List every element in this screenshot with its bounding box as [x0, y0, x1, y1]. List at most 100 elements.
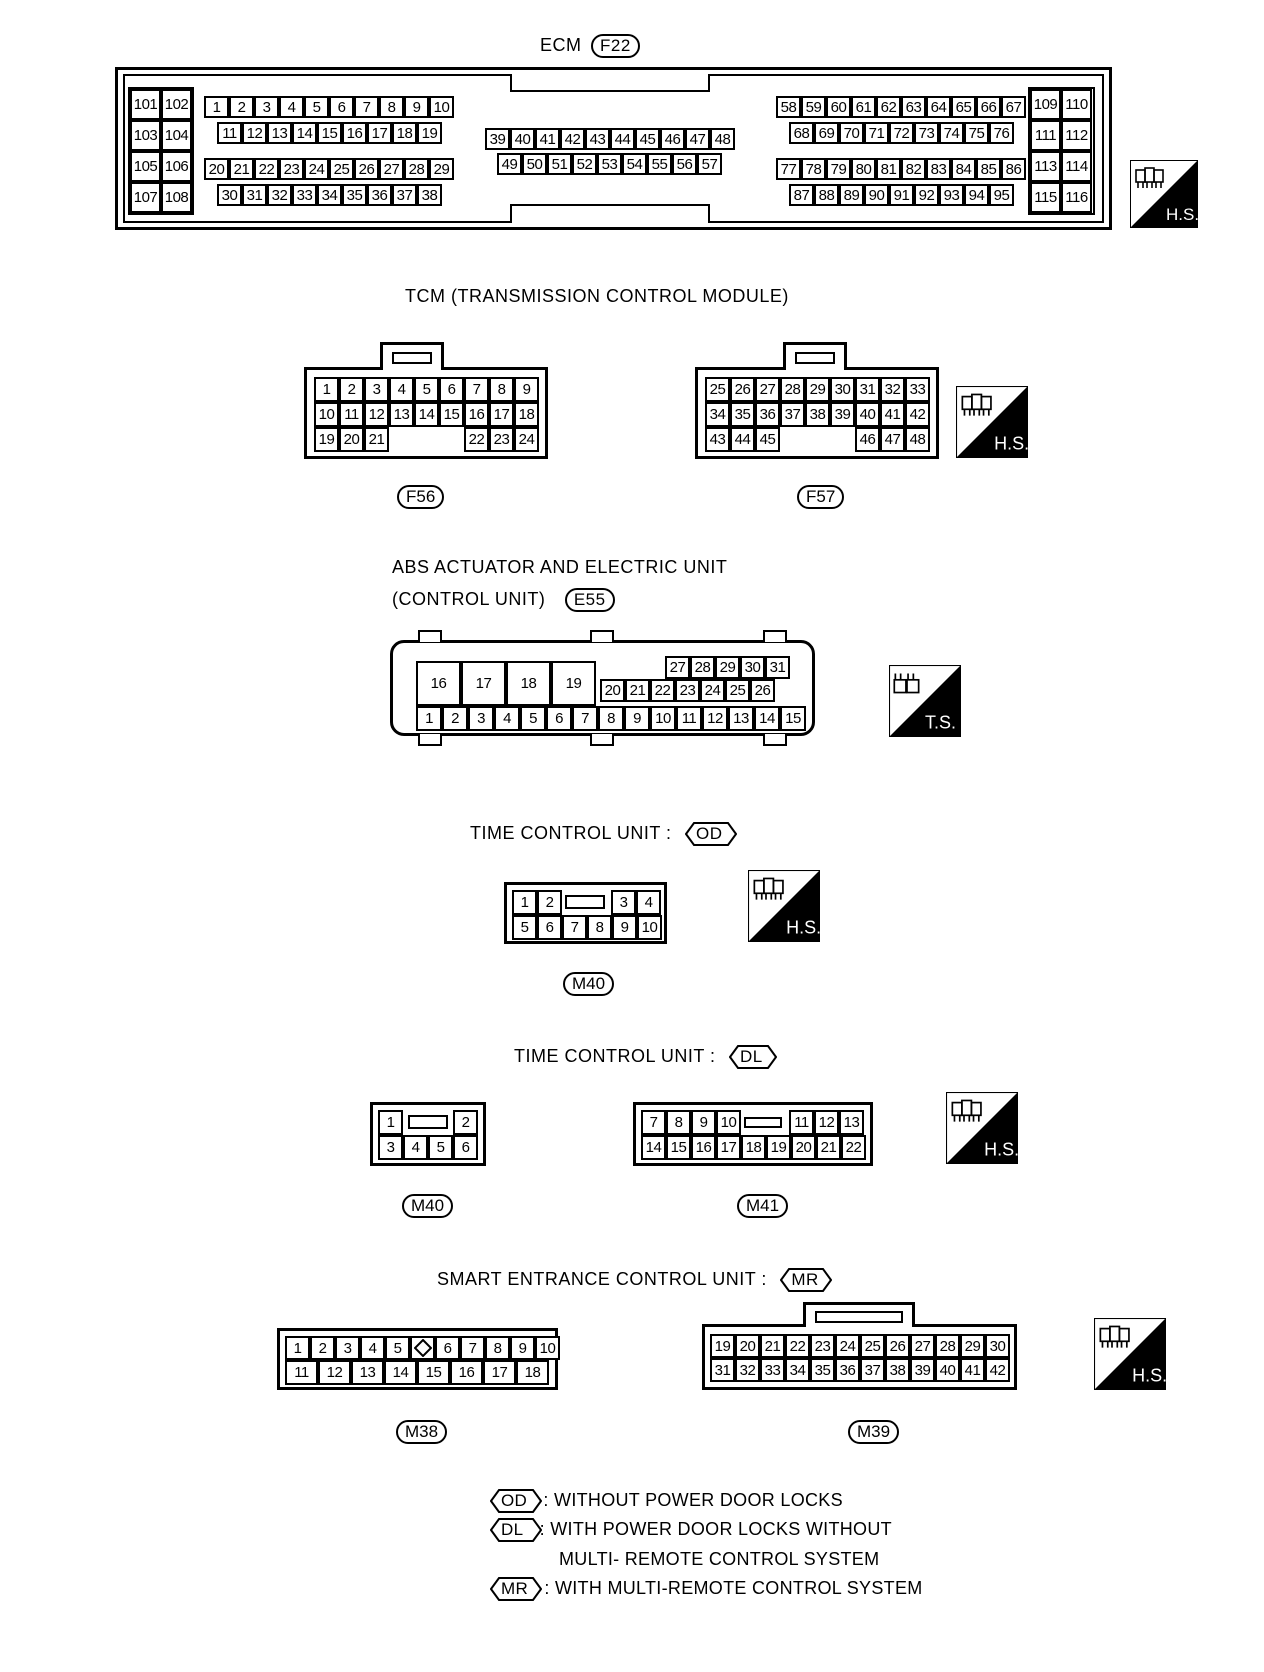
- pin-cell: 15: [417, 1360, 450, 1385]
- pin-cell: 20: [735, 1334, 760, 1358]
- pin-cell: 48: [710, 128, 735, 150]
- pin-cell: 33: [760, 1358, 785, 1382]
- legend-mr-tag: MR: [490, 1577, 542, 1601]
- legend-od-tag: OD: [490, 1489, 542, 1513]
- pin-cell: 8: [598, 706, 624, 731]
- pin-cell: 14: [414, 402, 439, 427]
- pin-cell: 90: [864, 184, 889, 206]
- pin-cell: 27: [665, 656, 690, 679]
- pin-cell: 18: [741, 1135, 766, 1160]
- pin-cell: 3: [364, 377, 389, 402]
- secu-m38-connector-ref: M38: [396, 1420, 448, 1444]
- pin-cell: 113: [1030, 151, 1061, 182]
- pin-cell: 80: [851, 158, 876, 180]
- pin-cell: 2: [537, 890, 562, 915]
- ecm-left-block: [128, 87, 194, 215]
- pin-cell: 52: [572, 153, 597, 175]
- pin-cell: 43: [705, 427, 730, 452]
- pin-cell: 10: [716, 1110, 741, 1135]
- tcu-od-connector-ref: M40: [563, 972, 615, 996]
- pin-cell: 40: [935, 1358, 960, 1382]
- pin-cell: 12: [318, 1360, 351, 1385]
- pin-cell: 49: [497, 153, 522, 175]
- pin-cell: 1: [416, 706, 442, 731]
- pin-cell: 5: [385, 1336, 410, 1360]
- dl40-ref-wrap: M40: [402, 1194, 454, 1218]
- harness-side-icon: H.S.: [1094, 1318, 1167, 1390]
- pin-cell: 6: [537, 915, 562, 940]
- pin-cell: 9: [612, 915, 637, 940]
- pin-cell: 16: [450, 1360, 483, 1385]
- pin-cell: 25: [725, 679, 750, 702]
- pin-cell: 47: [880, 427, 905, 452]
- pin-cell: 76: [989, 122, 1014, 144]
- pin-cell: 79: [826, 158, 851, 180]
- pin-cell: 10: [650, 706, 676, 731]
- pin-cell: 9: [691, 1110, 716, 1135]
- pin-cell: 29: [960, 1334, 985, 1358]
- tcu-dl-m40-connector-ref: M40: [402, 1194, 454, 1218]
- pin-cell: 32: [735, 1358, 760, 1382]
- pin-cell: 67: [1001, 96, 1026, 118]
- tcu-od-title: TIME CONTROL UNIT :: [470, 823, 672, 843]
- pin-cell: 26: [354, 158, 379, 180]
- pin-cell: 32: [267, 184, 292, 206]
- pin-cell: 12: [364, 402, 389, 427]
- pin-cell: 3: [611, 890, 636, 915]
- f56-connector-ref: F56: [397, 485, 445, 509]
- pin-cell: 3: [468, 706, 494, 731]
- pin-cell: 103: [130, 120, 161, 151]
- pin-cell: 12: [814, 1110, 839, 1135]
- pin-cell: 16: [416, 661, 461, 706]
- pin-cell: 37: [860, 1358, 885, 1382]
- pin-cell: 19: [551, 661, 596, 706]
- connector-key-slot: [744, 1117, 782, 1128]
- pin-cell: 9: [404, 96, 429, 118]
- pin-cell: 63: [901, 96, 926, 118]
- pin-cell: 17: [367, 122, 392, 144]
- pin-cell: 4: [279, 96, 304, 118]
- pin-cell: 13: [389, 402, 414, 427]
- connector-key-slot: [408, 1115, 448, 1129]
- pin-cell: 37: [392, 184, 417, 206]
- ecm-title-group: ECM F22: [540, 34, 640, 58]
- pin-cell: 65: [951, 96, 976, 118]
- pin-cell: 28: [780, 377, 805, 402]
- harness-side-icon: H.S.: [748, 870, 821, 942]
- tcu-dl-title-group: TIME CONTROL UNIT : DL: [514, 1045, 778, 1069]
- pin-cell: 5: [414, 377, 439, 402]
- pin-cell: 47: [685, 128, 710, 150]
- pin-cell: 29: [715, 656, 740, 679]
- pin-cell: 88: [814, 184, 839, 206]
- pin-cell: 30: [217, 184, 242, 206]
- pin-cell: 112: [1061, 120, 1092, 151]
- abs-title-line1: ABS ACTUATOR AND ELECTRIC UNIT: [392, 557, 728, 577]
- tcm-f57-lock-slot: [795, 352, 835, 364]
- pin-cell: 17: [483, 1360, 516, 1385]
- svg-text:H.S.: H.S.: [994, 434, 1029, 454]
- dl-tag: DL: [729, 1045, 778, 1069]
- pin-cell: 26: [730, 377, 755, 402]
- pin-cell: 116: [1061, 182, 1092, 213]
- pin-cell: 30: [740, 656, 765, 679]
- pin-cell: 64: [926, 96, 951, 118]
- pin-cell: 24: [514, 427, 539, 452]
- pin-cell: 11: [676, 706, 702, 731]
- pin-cell: 7: [641, 1110, 666, 1135]
- pin-cell: 8: [379, 96, 404, 118]
- pin-cell: 17: [716, 1135, 741, 1160]
- pin-cell: 70: [839, 122, 864, 144]
- pin-cell: 11: [285, 1360, 318, 1385]
- pin-cell: 111: [1030, 120, 1061, 151]
- pin-cell: 25: [329, 158, 354, 180]
- pin-cell: 48: [905, 427, 930, 452]
- pin-cell: 15: [439, 402, 464, 427]
- pin-cell: 55: [647, 153, 672, 175]
- pin-cell: 36: [835, 1358, 860, 1382]
- pin-cell: 41: [535, 128, 560, 150]
- legend-od: OD : WITHOUT POWER DOOR LOCKS: [490, 1489, 843, 1513]
- ecm-top-latch: [510, 74, 710, 92]
- pin-cell: 2: [229, 96, 254, 118]
- pin-cell: 20: [791, 1135, 816, 1160]
- pin-cell: 29: [429, 158, 454, 180]
